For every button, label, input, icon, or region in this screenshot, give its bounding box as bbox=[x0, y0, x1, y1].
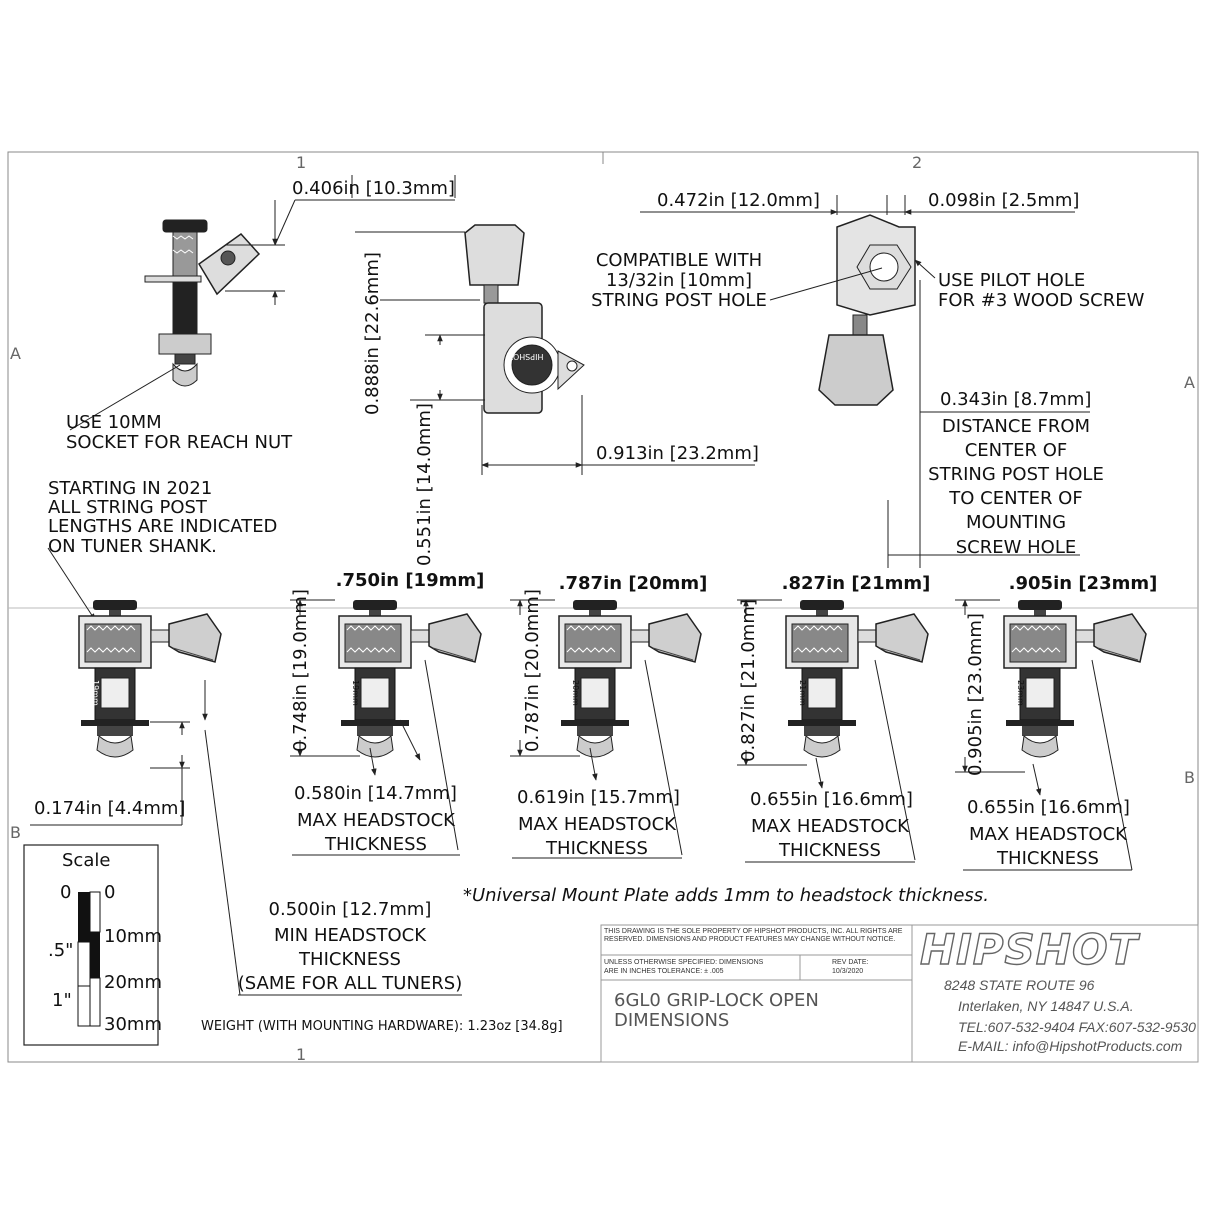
property-notice: THIS DRAWING IS THE SOLE PROPERTY OF HIP… bbox=[604, 928, 903, 943]
back-width: 0.472in [12.0mm] bbox=[657, 190, 820, 211]
tuner-1-vdim: 0.748in [19.0mm] bbox=[290, 589, 311, 752]
front-horizontal: 0.913in [23.2mm] bbox=[596, 443, 759, 464]
part-title-1: 6GL0 GRIP-LOCK OPEN bbox=[614, 990, 819, 1011]
address-line-2: Interlaken, NY 14847 U.S.A. bbox=[958, 998, 1134, 1014]
zone-left-a: A bbox=[10, 344, 21, 363]
address-line-3: TEL:607-532-9404 FAX:607-532-9530 bbox=[958, 1019, 1196, 1035]
unless-line-1: UNLESS OTHERWISE SPECIFIED: DIMENSIONS bbox=[604, 959, 764, 966]
address-line-1: 8248 STATE ROUTE 96 bbox=[944, 977, 1095, 993]
weight-note: WEIGHT (WITH MOUNTING HARDWARE): 1.23oz … bbox=[201, 1019, 563, 1034]
scale-mm-10: 10mm bbox=[104, 926, 162, 947]
scale-mm-30: 30mm bbox=[104, 1014, 162, 1035]
hipshot-logo: HIPSHOT bbox=[919, 924, 1139, 974]
min-label-1: MIN HEADSTOCK bbox=[273, 925, 427, 946]
base-shank-label: 19mm bbox=[91, 680, 100, 706]
min-label-3: (SAME FOR ALL TUNERS) bbox=[237, 973, 463, 994]
scale-mm-0: 0 bbox=[104, 882, 116, 903]
tuner-4-max-label-1: MAX HEADSTOCK bbox=[969, 824, 1127, 845]
address-line-4: E-MAIL: info@HipshotProducts.com bbox=[958, 1038, 1183, 1054]
zone-top-1: 1 bbox=[296, 153, 307, 172]
pilot-line-1: USE PILOT HOLE bbox=[938, 270, 1086, 291]
center-line-5: MOUNTING bbox=[965, 512, 1067, 533]
base-dim: 0.174in [4.4mm] bbox=[34, 798, 186, 819]
compat-line-1: COMPATIBLE WITH bbox=[595, 250, 763, 271]
scale-in-0: 0 bbox=[60, 882, 72, 903]
pilot-line-2: FOR #3 WOOD SCREW bbox=[938, 290, 1145, 311]
front-vertical-2: 0.551in [14.0mm] bbox=[414, 403, 435, 566]
universal-plate-note: *Universal Mount Plate adds 1mm to heads… bbox=[463, 885, 989, 906]
center-line-4: TO CENTER OF bbox=[949, 488, 1083, 509]
starting-note-1: STARTING IN 2021 bbox=[48, 478, 213, 499]
tuner-2-max: 0.619in [15.7mm] bbox=[517, 787, 680, 808]
center-dim: 0.343in [8.7mm] bbox=[940, 389, 1092, 410]
scale-title: Scale bbox=[62, 850, 111, 871]
zone-left-b: B bbox=[10, 823, 21, 842]
tuner-2-max-label-1: MAX HEADSTOCK bbox=[518, 814, 676, 835]
zone-right-a: A bbox=[1184, 373, 1195, 392]
tuner-4-shank: 23mm bbox=[1016, 680, 1025, 706]
tuner-4-vdim: 0.905in [23.0mm] bbox=[965, 613, 986, 776]
tuner-2-title: .787in [20mm] bbox=[558, 573, 708, 594]
tuner-1-max-label-1: MAX HEADSTOCK bbox=[297, 810, 455, 831]
socket-note-2: SOCKET FOR REACH NUT bbox=[66, 432, 293, 453]
starting-note-2: ALL STRING POST bbox=[48, 497, 207, 518]
tuner-2-vdim: 0.787in [20.0mm] bbox=[522, 589, 543, 752]
cap-brand: HIPSHOT bbox=[508, 352, 544, 361]
compat-line-3: STRING POST HOLE bbox=[591, 290, 767, 311]
tuner-1-max-label-2: THICKNESS bbox=[325, 834, 427, 855]
center-line-1: DISTANCE FROM bbox=[941, 416, 1091, 437]
front-vertical-1: 0.888in [22.6mm] bbox=[362, 252, 383, 415]
center-line-2: CENTER OF bbox=[964, 440, 1068, 461]
side-dim: 0.406in [10.3mm] bbox=[292, 178, 455, 199]
tuner-4-title: .905in [23mm] bbox=[1008, 573, 1158, 594]
min-label-2: THICKNESS bbox=[299, 949, 401, 970]
rev-label: REV DATE: bbox=[832, 959, 869, 966]
tuner-1-shank: 19mm bbox=[351, 680, 360, 706]
tuner-4-max: 0.655in [16.6mm] bbox=[967, 797, 1130, 818]
socket-note-1: USE 10MM bbox=[66, 412, 162, 433]
tuner-3-max-label-1: MAX HEADSTOCK bbox=[751, 816, 909, 837]
center-line-6: SCREW HOLE bbox=[955, 537, 1077, 558]
zone-bottom-1: 1 bbox=[296, 1045, 307, 1064]
tuner-3-shank: 21mm bbox=[798, 680, 807, 706]
tuner-3-max: 0.655in [16.6mm] bbox=[750, 789, 913, 810]
zone-top-2: 2 bbox=[912, 153, 923, 172]
starting-note-3: LENGTHS ARE INDICATED bbox=[48, 516, 278, 537]
tuner-4-max-label-2: THICKNESS bbox=[997, 848, 1099, 869]
tuner-1-max: 0.580in [14.7mm] bbox=[294, 783, 457, 804]
scale-in-half: .5" bbox=[48, 940, 74, 961]
compat-line-2: 13/32in [10mm] bbox=[605, 270, 753, 291]
unless-line-2: ARE IN INCHES TOLERANCE: ± .005 bbox=[604, 968, 724, 975]
zone-right-b: B bbox=[1184, 768, 1195, 787]
min-dim: 0.500in [12.7mm] bbox=[268, 899, 432, 920]
part-title-2: DIMENSIONS bbox=[614, 1010, 730, 1031]
starting-note-4: ON TUNER SHANK. bbox=[48, 536, 217, 557]
tuner-1-title: .750in [19mm] bbox=[335, 570, 485, 591]
tuner-2-shank: 20mm bbox=[571, 680, 580, 706]
tuner-3-max-label-2: THICKNESS bbox=[779, 840, 881, 861]
tuner-2-max-label-2: THICKNESS bbox=[546, 838, 648, 859]
tuner-3-title: .827in [21mm] bbox=[781, 573, 931, 594]
rev-date: 10/3/2020 bbox=[832, 968, 864, 975]
tuner-3-vdim: 0.827in [21.0mm] bbox=[738, 599, 759, 762]
back-width-2: 0.098in [2.5mm] bbox=[928, 190, 1080, 211]
center-line-3: STRING POST HOLE bbox=[928, 464, 1104, 485]
scale-in-1: 1" bbox=[52, 990, 72, 1011]
scale-mm-20: 20mm bbox=[104, 972, 162, 993]
